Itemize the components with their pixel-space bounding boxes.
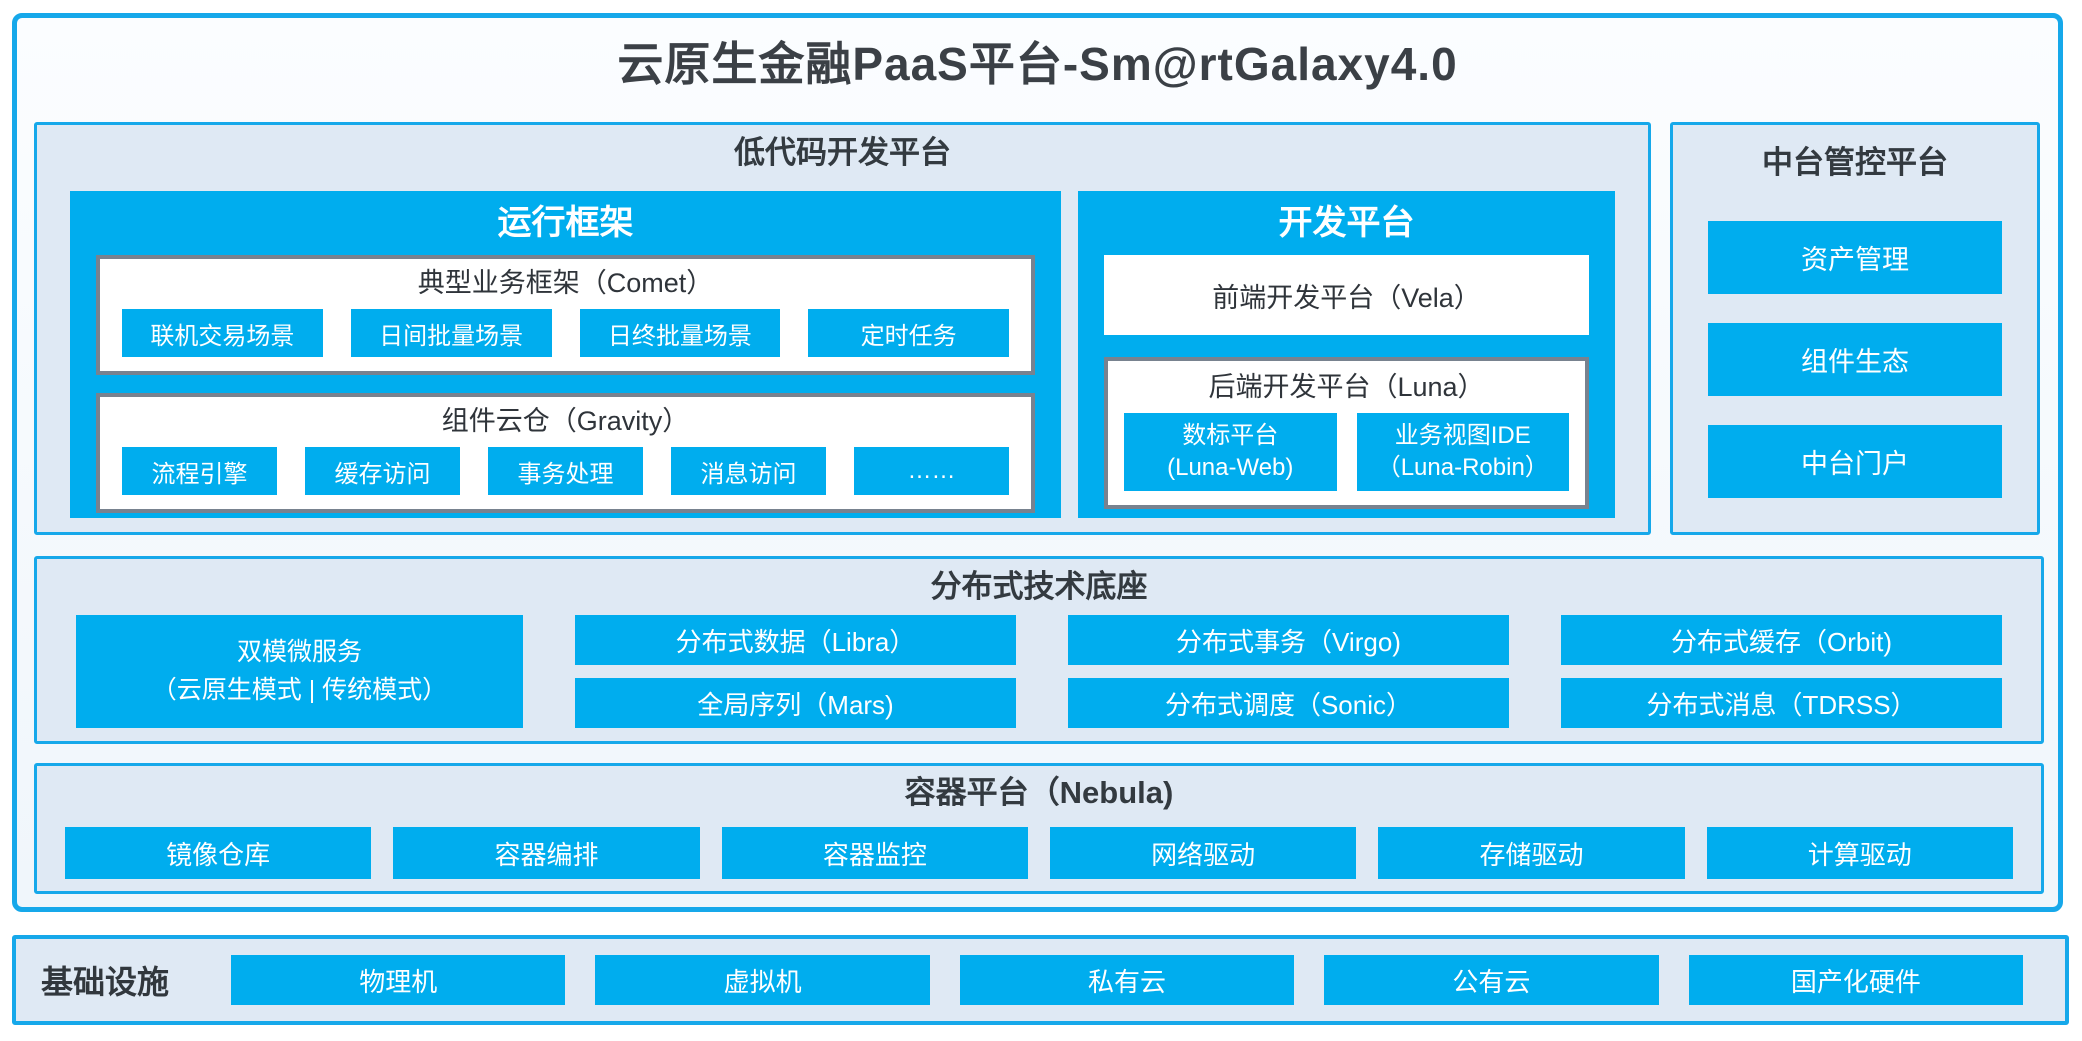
node-luna-web-line2: (Luna-Web) [1167,454,1294,481]
group-gravity-title: 组件云仓（Gravity） [441,406,690,436]
node-physical-machine: 物理机 [231,955,566,1005]
node-luna-web: 数标平台 (Luna-Web) [1124,413,1337,491]
node-cache-access: 缓存访问 [305,447,460,495]
lowcode-body: 运行框架 典型业务框架（Comet） 联机交易场景 日间批量场景 日终批量场景 … [70,191,1615,518]
node-distributed-messaging: 分布式消息（TDRSS） [1561,678,2002,728]
node-daytime-batch: 日间批量场景 [350,309,552,357]
node-luna-web-line1: 数标平台 [1182,421,1279,449]
node-compute-driver: 计算驱动 [1706,827,2013,879]
node-virtual-machine: 虚拟机 [595,955,930,1005]
section-lowcode-platform: 低代码开发平台 运行框架 典型业务框架（Comet） 联机交易场景 日间批量场景… [34,122,1651,535]
node-message-access: 消息访问 [671,447,826,495]
group-luna-title: 后端开发平台（Luna） [1208,372,1485,402]
luna-node-row: 数标平台 (Luna-Web) 业务视图IDE （Luna-Robin） [1124,413,1569,491]
node-distributed-scheduling: 分布式调度（Sonic） [1068,678,1509,728]
section-distributed-base: 分布式技术底座 双模微服务 （云原生模式 | 传统模式） 分布式数据（Libra… [34,556,2044,744]
node-distributed-transaction: 分布式事务（Virgo) [1068,615,1509,665]
container-node-row: 镜像仓库 容器编排 容器监控 网络驱动 存储驱动 计算驱动 [65,827,2013,879]
panel-runtime-framework: 运行框架 典型业务框架（Comet） 联机交易场景 日间批量场景 日终批量场景 … [70,191,1061,518]
node-vela-frontend: 前端开发平台（Vela） [1104,255,1589,335]
section-lowcode-header: 低代码开发平台 [734,135,951,170]
section-infrastructure: 基础设施 物理机 虚拟机 私有云 公有云 国产化硬件 [12,935,2069,1025]
node-eod-batch: 日终批量场景 [579,309,781,357]
dist-column-1: 分布式数据（Libra） 全局序列（Mars) [575,615,1016,728]
section-container-header: 容器平台（Nebula) [904,775,1174,810]
infrastructure-label: 基础设施 [41,964,170,1000]
dist-column-3: 分布式缓存（Orbit) 分布式消息（TDRSS） [1561,615,2002,728]
node-luna-robin: 业务视图IDE （Luna-Robin） [1356,413,1569,491]
comet-node-row: 联机交易场景 日间批量场景 日终批量场景 定时任务 [122,309,1009,357]
node-dual-mode-microservice: 双模微服务 （云原生模式 | 传统模式） [76,615,523,728]
node-luna-robin-line2: （Luna-Robin） [1376,454,1549,481]
outer-frame: 云原生金融PaaS平台-Sm@rtGalaxy4.0 低代码开发平台 运行框架 … [12,13,2063,912]
group-comet-title: 典型业务框架（Comet） [417,268,714,298]
mgmt-node-column: 资产管理 组件生态 中台门户 [1708,221,2002,498]
section-container-platform: 容器平台（Nebula) 镜像仓库 容器编排 容器监控 网络驱动 存储驱动 计算… [34,763,2044,894]
node-domestic-hardware: 国产化硬件 [1688,955,2024,1005]
section-midplatform-mgmt: 中台管控平台 资产管理 组件生态 中台门户 [1670,122,2040,535]
node-ellipsis: …… [854,447,1009,495]
node-global-sequence: 全局序列（Mars) [575,678,1016,728]
node-online-trading: 联机交易场景 [122,309,323,357]
dist-node-row: 双模微服务 （云原生模式 | 传统模式） 分布式数据（Libra） 全局序列（M… [76,615,2002,728]
dev-platform-title: 开发平台 [1278,204,1415,242]
group-luna: 后端开发平台（Luna） 数标平台 (Luna-Web) 业务视图IDE （Lu… [1104,357,1589,509]
panel-dev-platform: 开发平台 前端开发平台（Vela） 后端开发平台（Luna） 数标平台 (Lun… [1078,191,1615,518]
runtime-framework-title: 运行框架 [497,204,634,242]
dist-column-2: 分布式事务（Virgo) 分布式调度（Sonic） [1068,615,1509,728]
node-transaction-processing: 事务处理 [488,447,643,495]
node-network-driver: 网络驱动 [1049,827,1357,879]
node-process-engine: 流程引擎 [122,447,277,495]
node-private-cloud: 私有云 [959,955,1295,1005]
gravity-node-row: 流程引擎 缓存访问 事务处理 消息访问 …… [122,447,1009,495]
node-scheduled-task: 定时任务 [808,309,1009,357]
node-asset-management: 资产管理 [1708,221,2002,294]
node-midplatform-portal: 中台门户 [1708,425,2002,498]
section-dist-header: 分布式技术底座 [930,569,1148,604]
group-comet: 典型业务框架（Comet） 联机交易场景 日间批量场景 日终批量场景 定时任务 [96,255,1035,375]
node-container-orchestration: 容器编排 [393,827,700,879]
node-dual-mode-line1: 双模微服务 [236,638,362,666]
group-gravity: 组件云仓（Gravity） 流程引擎 缓存访问 事务处理 消息访问 …… [96,393,1035,513]
page-title: 云原生金融PaaS平台-Sm@rtGalaxy4.0 [617,38,1458,90]
node-container-monitoring: 容器监控 [721,827,1028,879]
node-component-ecosystem: 组件生态 [1708,323,2002,396]
node-storage-driver: 存储驱动 [1378,827,1685,879]
node-public-cloud: 公有云 [1324,955,1659,1005]
node-distributed-data: 分布式数据（Libra） [575,615,1016,665]
section-mgmt-header: 中台管控平台 [1762,145,1948,180]
infra-node-row: 物理机 虚拟机 私有云 公有云 国产化硬件 [231,955,2024,1005]
node-dual-mode-line2: （云原生模式 | 传统模式） [151,675,448,704]
node-image-registry: 镜像仓库 [65,827,372,879]
node-distributed-cache: 分布式缓存（Orbit) [1561,615,2002,665]
node-luna-robin-line1: 业务视图IDE [1394,421,1531,449]
